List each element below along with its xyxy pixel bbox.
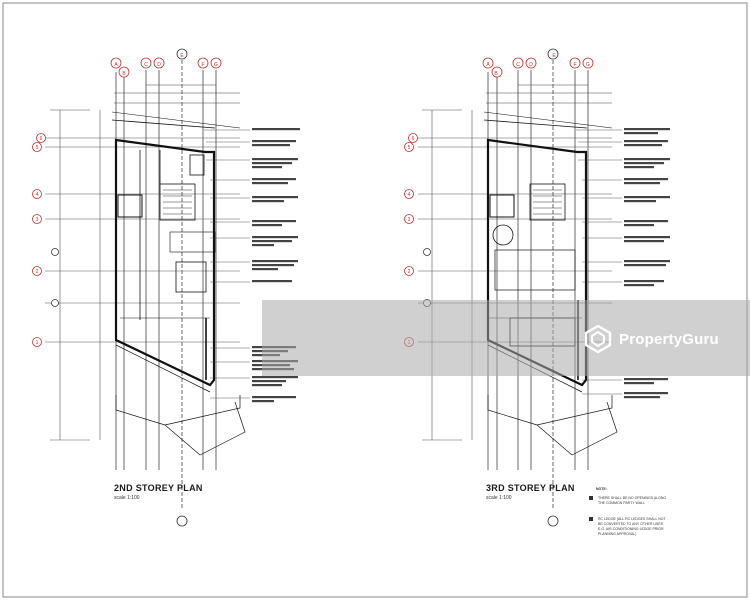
section-marker bbox=[176, 515, 188, 527]
grid-label: B bbox=[122, 71, 126, 77]
grid-label: D bbox=[157, 62, 161, 68]
third-storey-plan bbox=[404, 48, 670, 527]
section-marker bbox=[547, 515, 559, 527]
grid-label: F bbox=[573, 62, 576, 68]
grid-label: 5 bbox=[408, 145, 411, 151]
plan-scale-left: scale 1:100 bbox=[114, 495, 140, 501]
second-storey-plan bbox=[32, 48, 300, 527]
plan-title-left: 2ND STOREY PLAN bbox=[114, 483, 203, 493]
grid-label: 5 bbox=[36, 145, 39, 151]
grid-label: B bbox=[494, 71, 498, 77]
propertyguru-logo-icon bbox=[584, 324, 612, 354]
grid-label: 3 bbox=[36, 217, 39, 223]
grid-label: C bbox=[144, 62, 148, 68]
watermark-logo: PropertyGuru bbox=[583, 322, 719, 356]
grid-label: 2 bbox=[408, 269, 411, 275]
grid-label: G bbox=[586, 62, 590, 68]
notes-bullets bbox=[589, 496, 593, 521]
grid-label: 6 bbox=[40, 136, 43, 142]
grid-label: F bbox=[201, 62, 204, 68]
grid-label: E bbox=[552, 53, 556, 59]
grid-label: C bbox=[516, 62, 520, 68]
grid-label: 1 bbox=[36, 340, 39, 346]
grid-label: E bbox=[180, 53, 184, 59]
note-item-2: RC LEDGE (ALL RC LEDGES SHALL NOT BE CON… bbox=[598, 517, 666, 536]
plan-title-right: 3RD STOREY PLAN bbox=[486, 483, 575, 493]
grid-label: 4 bbox=[36, 192, 39, 198]
grid-label: 4 bbox=[408, 192, 411, 198]
plan-scale-right: scale 1:100 bbox=[486, 495, 512, 501]
grid-label: G bbox=[214, 62, 218, 68]
watermark-brand: PropertyGuru bbox=[619, 330, 719, 348]
grid-label: D bbox=[529, 62, 533, 68]
north-marker bbox=[547, 48, 559, 60]
grid-labels: ABCDEFG654321ABCDEFG654321 bbox=[36, 53, 590, 346]
grid-label: 6 bbox=[412, 136, 415, 142]
note-item-1: THERE SHALL BE NO OPENINGS ALONG THE COM… bbox=[598, 496, 667, 505]
grid-label: A bbox=[486, 62, 490, 68]
north-marker bbox=[176, 48, 188, 60]
notes-heading: NOTE: bbox=[596, 487, 607, 491]
watermark-band bbox=[262, 300, 750, 376]
grid-label: 2 bbox=[36, 269, 39, 275]
grid-label: A bbox=[114, 62, 118, 68]
grid-label: 3 bbox=[408, 217, 411, 223]
